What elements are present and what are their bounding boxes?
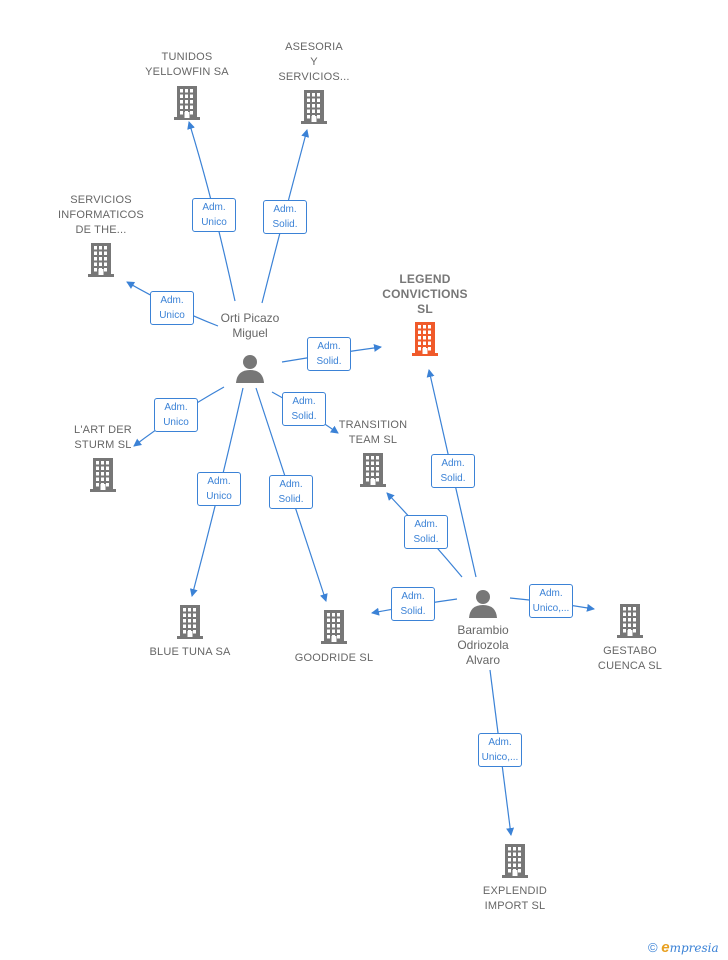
edge-label-barambio-gestabo[interactable]: Adm. Unico,... — [529, 584, 573, 618]
edge-label-barambio-legend[interactable]: Adm. Solid. — [431, 454, 475, 488]
orti-person-icon[interactable] — [235, 353, 265, 383]
edge-label-barambio-transition[interactable]: Adm. Solid. — [404, 515, 448, 549]
legend-company-label[interactable]: LEGEND CONVICTIONS SL — [382, 272, 468, 316]
edge-label-orti-tunidos[interactable]: Adm. Unico — [192, 198, 236, 232]
gestabo-company-label[interactable]: GESTABO CUENCA SL — [597, 645, 663, 672]
barambio-person-icon[interactable] — [468, 588, 498, 618]
edge-label-orti-bluetuna[interactable]: Adm. Unico — [197, 472, 241, 506]
barambio-person-label[interactable]: Barambio Odriozola Alvaro — [457, 623, 509, 667]
edge-label-orti-transition[interactable]: Adm. Solid. — [282, 392, 326, 426]
edge-label-barambio-explendid[interactable]: Adm. Unico,... — [478, 733, 522, 767]
goodride-company-label[interactable]: GOODRIDE SL — [294, 652, 374, 664]
edge-label-orti-legend[interactable]: Adm. Solid. — [307, 337, 351, 371]
bluetuna-building-icon[interactable] — [175, 605, 205, 639]
footer-brand: © empresia — [648, 939, 719, 956]
lart-building-icon[interactable] — [88, 458, 118, 492]
transition-building-icon[interactable] — [358, 453, 388, 487]
asesoria-company-label[interactable]: ASESORIA Y SERVICIOS... — [278, 41, 350, 83]
copyright-symbol: © — [648, 940, 658, 955]
tunidos-building-icon[interactable] — [172, 86, 202, 120]
legend-building-icon[interactable] — [410, 322, 440, 356]
brand-logo-text: mpresia — [669, 941, 719, 955]
brand-logo-e: e — [661, 939, 670, 956]
gestabo-building-icon[interactable] — [615, 604, 645, 638]
tunidos-company-label[interactable]: TUNIDOS YELLOWFIN SA — [145, 51, 229, 78]
explendid-building-icon[interactable] — [500, 844, 530, 878]
edge-label-orti-goodride[interactable]: Adm. Solid. — [269, 475, 313, 509]
edge-label-orti-servicios[interactable]: Adm. Unico — [150, 291, 194, 325]
servicios-building-icon[interactable] — [86, 243, 116, 277]
edge-label-barambio-goodride[interactable]: Adm. Solid. — [391, 587, 435, 621]
bluetuna-company-label[interactable]: BLUE TUNA SA — [149, 646, 231, 658]
asesoria-building-icon[interactable] — [299, 90, 329, 124]
goodride-building-icon[interactable] — [319, 610, 349, 644]
edge-label-orti-lart[interactable]: Adm. Unico — [154, 398, 198, 432]
orti-person-label[interactable]: Orti Picazo Miguel — [220, 311, 280, 340]
explendid-company-label[interactable]: EXPLENDID IMPORT SL — [482, 885, 548, 912]
edge-label-orti-asesoria[interactable]: Adm. Solid. — [263, 200, 307, 234]
transition-company-label[interactable]: TRANSITION TEAM SL — [338, 419, 408, 446]
servicios-company-label[interactable]: SERVICIOS INFORMATICOS DE THE... — [58, 194, 144, 236]
lart-company-label[interactable]: L'ART DER STURM SL — [74, 424, 132, 451]
